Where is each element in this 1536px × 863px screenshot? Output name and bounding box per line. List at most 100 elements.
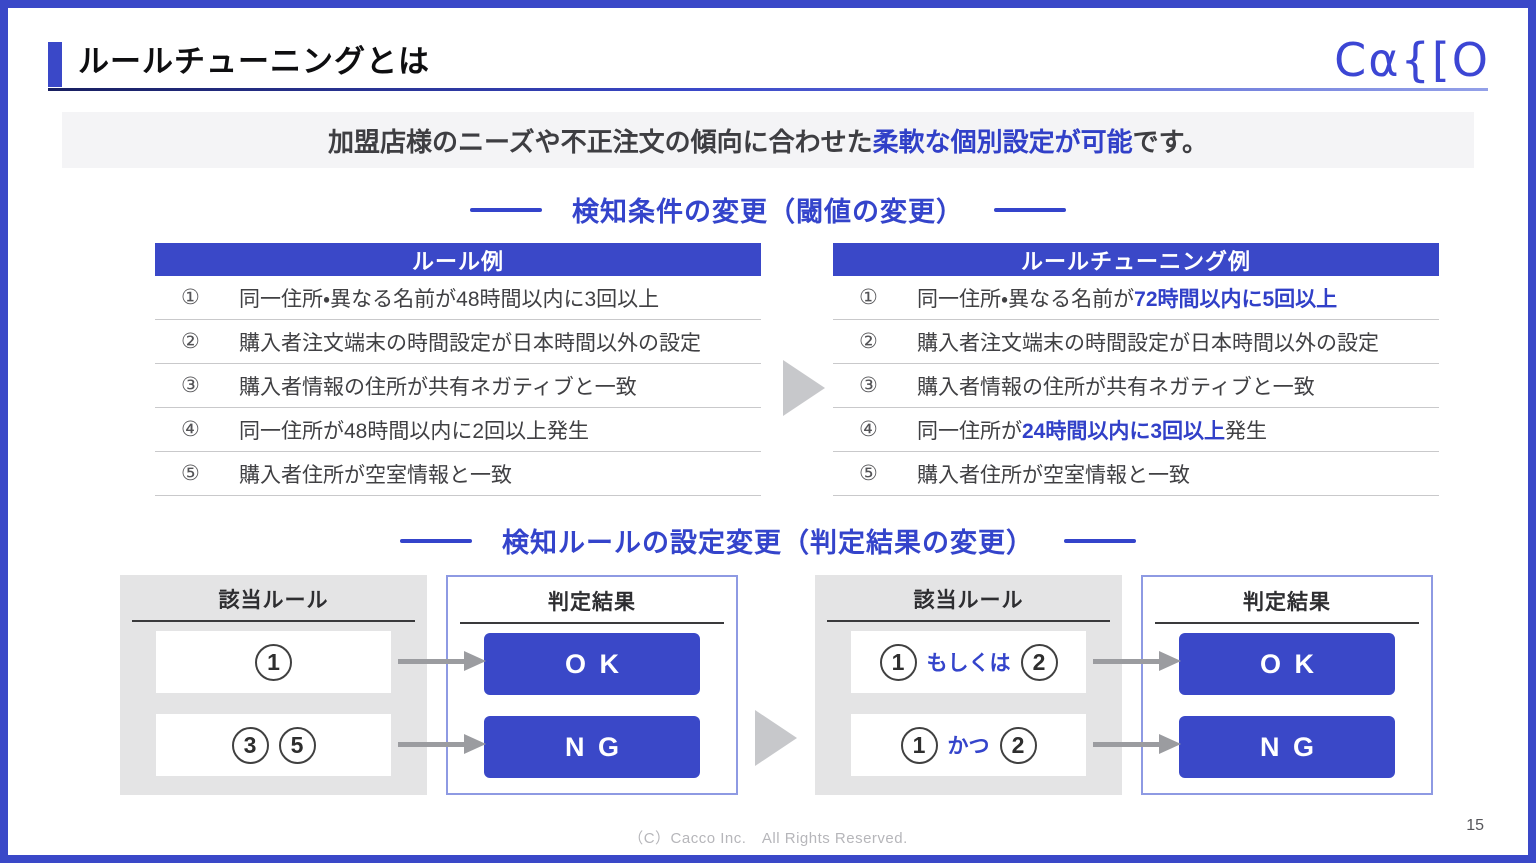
result-header: 判定結果 (548, 591, 636, 614)
result-ok-badge: OK (1179, 633, 1395, 695)
result-panel-before: 判定結果 OK NG (446, 575, 738, 795)
rule-text-segment: 購入者情報の住所が共有ネガティブと一致 (239, 375, 637, 399)
rule-connector-text: もしくは (926, 652, 1011, 675)
rule-text-segment: 購入者住所が空室情報と一致 (917, 463, 1190, 487)
heading-dash-right (1064, 538, 1136, 543)
rule-combo-box: 3 5 (156, 714, 391, 776)
rule-text: 購入者情報の住所が共有ネガティブと一致 (917, 371, 1315, 401)
rule-text: 購入者情報の住所が共有ネガティブと一致 (239, 371, 637, 401)
rule-number: ② (859, 330, 878, 353)
rule-number: ④ (181, 418, 200, 441)
panel-header-underline (460, 622, 724, 624)
rule-number: ⑤ (181, 462, 200, 485)
heading-dash-left (470, 207, 542, 212)
rule-text-segment: 同一住所・異なる名前が48時間以内に3回以上 (239, 287, 660, 311)
banner-text: 加盟店様のニーズや不正注文の傾向に合わせた柔軟な個別設定が可能です。 (328, 122, 1208, 159)
rule-number: ③ (859, 374, 878, 397)
circled-number: 3 (231, 726, 269, 764)
rule-table-after: ルールチューニング例 ① 同一住所・異なる名前が72時間以内に5回以上 ② 購入… (833, 243, 1439, 496)
rule-text-segment: 同一住所が (917, 419, 1022, 443)
rule-text-segment: 発生 (1225, 419, 1268, 443)
rule-row: ④ 同一住所が48時間以内に2回以上発生 (155, 408, 761, 452)
section-heading-result: 検知ルールの設定変更（判定結果の変更） (0, 521, 1536, 560)
rule-text-segment: 同一住所が48時間以内に2回以上発生 (239, 419, 590, 443)
transition-triangle-icon (755, 710, 797, 766)
result-ng-badge: NG (484, 716, 700, 778)
rule-row: ② 購入者注文端末の時間設定が日本時間以外の設定 (833, 320, 1439, 364)
rule-text-segment: 購入者注文端末の時間設定が日本時間以外の設定 (239, 331, 701, 355)
copyright-text: （C）Cacco Inc. All Rights Reserved. (628, 830, 908, 847)
rule-number: ④ (859, 418, 878, 441)
cacco-logo: Cα{[O (1334, 33, 1490, 87)
rule-combo-box: 1 (156, 631, 391, 693)
matched-rules-panel-after: 該当ルール 1 もしくは 2 1 かつ 2 (815, 575, 1122, 795)
rule-text: 購入者注文端末の時間設定が日本時間以外の設定 (917, 327, 1379, 357)
rule-row: ④ 同一住所が24時間以内に3回以上発生 (833, 408, 1439, 452)
result-panel-after: 判定結果 OK NG (1141, 575, 1433, 795)
panel-header-underline (132, 620, 415, 622)
rule-table-after-header: ルールチューニング例 (833, 243, 1439, 276)
matched-rules-header: 該当ルール (913, 589, 1024, 612)
rule-combo-box: 1 もしくは 2 (851, 631, 1086, 693)
title-underline (48, 88, 1488, 91)
matched-rules-header: 該当ルール (218, 589, 329, 612)
arrow-right-icon (1093, 651, 1181, 671)
banner-text-pre: 加盟店様のニーズや不正注文の傾向に合わせた (327, 126, 873, 157)
section-heading-threshold-text: 検知条件の変更（閾値の変更） (572, 197, 964, 227)
rule-row: ③ 購入者情報の住所が共有ネガティブと一致 (833, 364, 1439, 408)
rule-number: ① (859, 286, 878, 309)
transition-triangle-icon (783, 360, 825, 416)
section-heading-result-text: 検知ルールの設定変更（判定結果の変更） (502, 528, 1034, 558)
matched-rules-panel-before: 該当ルール 1 3 5 (120, 575, 427, 795)
result-ng-badge: NG (1179, 716, 1395, 778)
page-number: 15 (1466, 817, 1484, 834)
circled-number: 1 (255, 643, 292, 681)
result-ok-badge: OK (484, 633, 700, 695)
rule-row: ⑤ 購入者住所が空室情報と一致 (833, 452, 1439, 496)
banner-text-post: です。 (1132, 126, 1209, 157)
rule-text: 同一住所が48時間以内に2回以上発生 (239, 415, 589, 445)
circled-number: 2 (999, 726, 1037, 764)
rule-row: ① 同一住所・異なる名前が72時間以内に5回以上 (833, 276, 1439, 320)
circled-number: 1 (879, 643, 917, 681)
rule-table-before-header: ルール例 (155, 243, 761, 276)
arrow-right-icon (398, 734, 486, 754)
circled-number: 2 (1020, 643, 1058, 681)
arrow-right-icon (398, 651, 486, 671)
rule-text: 同一住所が24時間以内に3回以上発生 (917, 415, 1267, 445)
heading-dash-left (400, 538, 472, 543)
rule-text: 購入者注文端末の時間設定が日本時間以外の設定 (239, 327, 701, 357)
rule-row: ② 購入者注文端末の時間設定が日本時間以外の設定 (155, 320, 761, 364)
rule-text-highlight: 24時間以内に3回以上 (1022, 419, 1226, 443)
rule-number: ③ (181, 374, 200, 397)
rule-text-segment: 購入者住所が空室情報と一致 (239, 463, 512, 487)
rule-text-segment: 購入者注文端末の時間設定が日本時間以外の設定 (917, 331, 1379, 355)
rule-text: 同一住所・異なる名前が48時間以内に3回以上 (239, 283, 659, 313)
rule-connector-text: かつ (947, 735, 990, 758)
rule-text-highlight: 72時間以内に5回以上 (1134, 287, 1338, 311)
rule-combo-box: 1 かつ 2 (851, 714, 1086, 776)
panel-header-underline (827, 620, 1110, 622)
banner-text-highlight: 柔軟な個別設定が可能 (872, 126, 1133, 157)
rule-text-segment: 購入者情報の住所が共有ネガティブと一致 (917, 375, 1315, 399)
title-accent-bar (48, 42, 62, 87)
rule-row: ③ 購入者情報の住所が共有ネガティブと一致 (155, 364, 761, 408)
section-heading-threshold: 検知条件の変更（閾値の変更） (0, 190, 1536, 229)
rule-text: 購入者住所が空室情報と一致 (239, 459, 512, 489)
rule-text-segment: 同一住所・異なる名前が (917, 287, 1135, 311)
rule-number: ⑤ (859, 462, 878, 485)
rule-number: ② (181, 330, 200, 353)
heading-dash-right (994, 207, 1066, 212)
result-header: 判定結果 (1243, 591, 1331, 614)
circled-number: 5 (278, 726, 316, 764)
rule-text: 同一住所・異なる名前が72時間以内に5回以上 (917, 283, 1337, 313)
rule-row: ⑤ 購入者住所が空室情報と一致 (155, 452, 761, 496)
panel-header-underline (1155, 622, 1419, 624)
rule-table-before: ルール例 ① 同一住所・異なる名前が48時間以内に3回以上 ② 購入者注文端末の… (155, 243, 761, 496)
rule-text: 購入者住所が空室情報と一致 (917, 459, 1190, 489)
page-title: ルールチューニングとは (78, 44, 430, 79)
lead-banner: 加盟店様のニーズや不正注文の傾向に合わせた柔軟な個別設定が可能です。 (62, 112, 1474, 168)
circled-number: 1 (900, 726, 938, 764)
rule-row: ① 同一住所・異なる名前が48時間以内に3回以上 (155, 276, 761, 320)
